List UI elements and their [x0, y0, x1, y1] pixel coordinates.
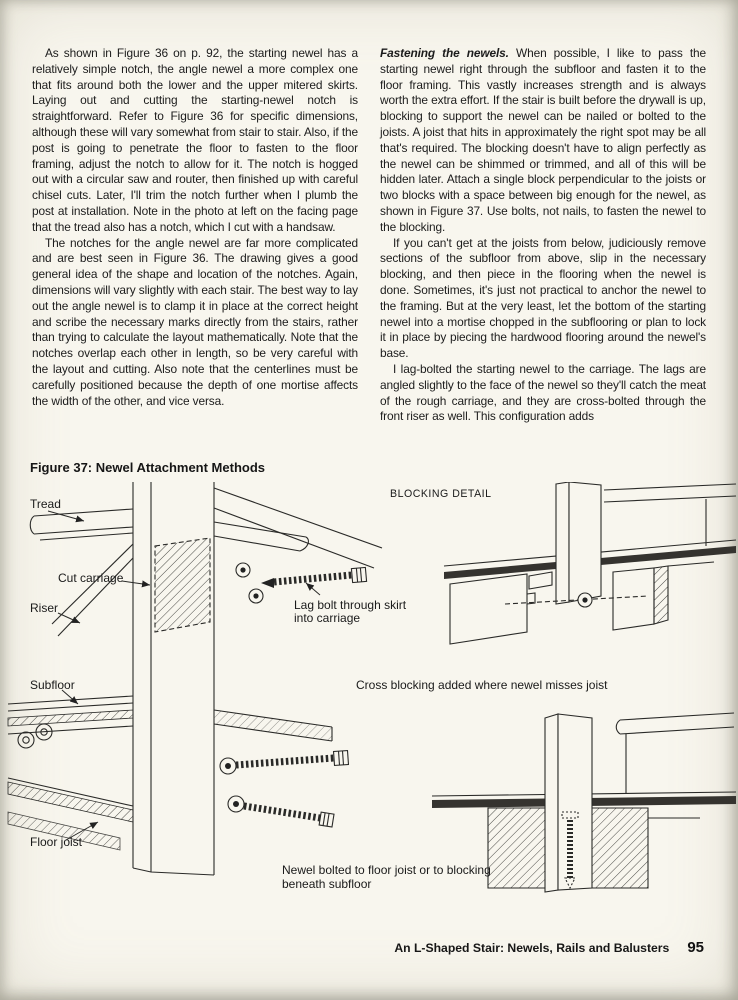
blocking-bolt: [504, 592, 649, 608]
run-in-heading: Fastening the newels.: [380, 46, 509, 60]
blocking-detail-drawing: [443, 482, 737, 645]
right-column: Fastening the newels. When possible, I l…: [380, 46, 706, 452]
lag-bolt-lower-1: [219, 749, 350, 775]
paragraph: Fastening the newels. When possible, I l…: [380, 46, 706, 236]
label-lag-bolt-line2: into carriage: [294, 611, 360, 625]
paragraph: The notches for the angle newel are far …: [32, 235, 358, 408]
blocking-left: [449, 571, 553, 645]
page-number: 95: [687, 939, 704, 956]
subfloor-left: [7, 695, 134, 735]
lag-bolt-lower-2: [227, 795, 335, 828]
blocking-newel-post: [555, 482, 602, 605]
page-footer: An L-Shaped Stair: Newels, Rails and Bal…: [394, 939, 704, 956]
main-newel-drawing: [7, 482, 383, 876]
figure-caption: Figure 37: Newel Attachment Methods: [30, 460, 265, 475]
paragraph: I lag-bolted the starting newel to the c…: [380, 361, 706, 424]
joist-bolt-drawing: [431, 712, 737, 893]
washers-upper: [235, 562, 264, 604]
tread-above: [615, 712, 735, 794]
upper-landing: [603, 483, 737, 546]
cut-carriage-hatch: [154, 537, 211, 633]
lag-bolt-upper: [261, 566, 368, 588]
label-riser: Riser: [30, 601, 58, 615]
label-cut-carriage: Cut carriage: [58, 571, 124, 585]
joist-newel-post: [544, 713, 593, 893]
tread: [29, 508, 134, 541]
skirt-board: [213, 487, 383, 569]
caption-newel-bolted-line1: Newel bolted to floor joist or to blocki…: [282, 863, 491, 877]
paragraph-text: When possible, I like to pass the starti…: [380, 46, 706, 234]
tread-right: [213, 521, 309, 552]
newel-post: [132, 482, 215, 876]
caption-cross-blocking: Cross blocking added where newel misses …: [356, 678, 608, 692]
joist-blocks: [487, 807, 700, 889]
label-blocking-detail: BLOCKING DETAIL: [390, 488, 492, 500]
riser-board: [51, 543, 134, 637]
leader-arrows: [47, 510, 321, 841]
hidden-lag-screw: [561, 811, 579, 890]
figure-37-drawing: Tread Cut carriage Riser Subfloor Floor …: [7, 482, 737, 893]
label-floor-joist: Floor joist: [30, 835, 83, 849]
caption-newel-bolted-line2: beneath subfloor: [282, 877, 371, 891]
subfloor-right: [213, 709, 333, 742]
label-subfloor: Subfloor: [30, 678, 75, 692]
bolt-ends: [17, 723, 53, 749]
paragraph: If you can't get at the joists from belo…: [380, 235, 706, 361]
paragraph: As shown in Figure 36 on p. 92, the star…: [32, 46, 358, 234]
label-tread: Tread: [30, 497, 61, 511]
label-lag-bolt-line1: Lag bolt through skirt: [294, 598, 407, 612]
left-column: As shown in Figure 36 on p. 92, the star…: [32, 46, 358, 452]
running-footer-title: An L-Shaped Stair: Newels, Rails and Bal…: [394, 941, 670, 955]
blocking-right: [612, 561, 715, 631]
floor-joist: [7, 777, 134, 851]
body-text: As shown in Figure 36 on p. 92, the star…: [32, 46, 706, 452]
